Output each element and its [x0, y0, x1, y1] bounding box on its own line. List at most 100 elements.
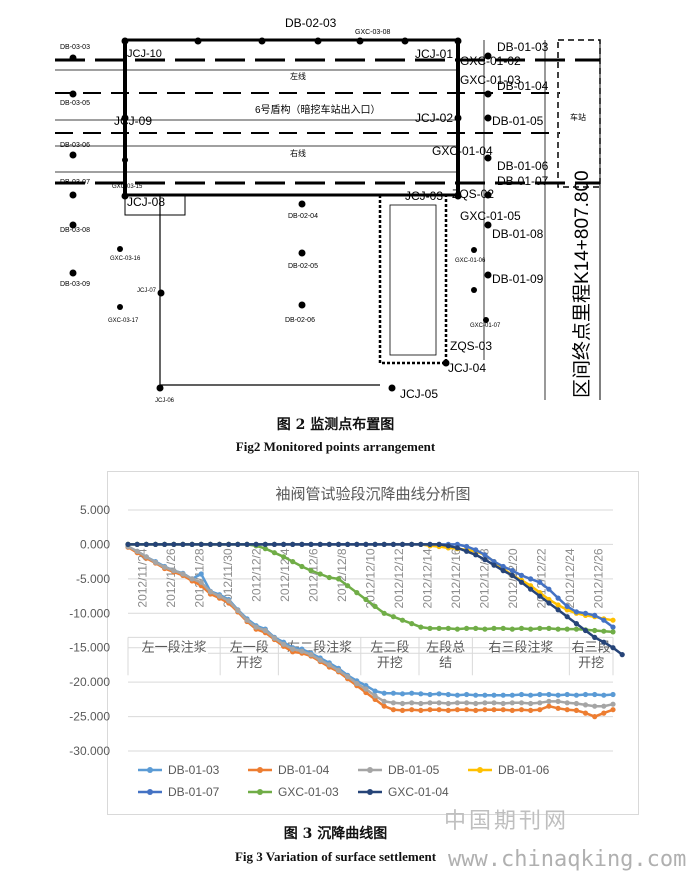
legend-swatch-marker: [147, 767, 153, 773]
point-marker: [484, 114, 492, 122]
series-point: [582, 610, 589, 616]
series-point: [317, 657, 323, 663]
phase-label: 右三段注浆: [488, 639, 553, 654]
plan-label: GXC-03-17: [108, 318, 139, 324]
plan-label: JCJ-06: [155, 398, 175, 404]
series-point: [445, 625, 451, 631]
series-point: [509, 626, 515, 632]
y-tick-label: -30.000: [69, 744, 110, 758]
series-point: [372, 693, 378, 699]
series-point: [592, 634, 598, 640]
series-point: [445, 691, 451, 698]
x-tick-label: 2012/12/8: [335, 548, 349, 602]
series-point: [555, 607, 561, 613]
monitoring-plan-drawing: DB-02-03 GXC-03-08 JCJ-10 JCJ-01 DB-01-0…: [55, 16, 601, 404]
x-tick-label: 2012/12/6: [306, 548, 320, 602]
point-marker: [156, 384, 164, 392]
series-point: [399, 541, 406, 547]
series-point: [381, 541, 387, 547]
point-marker: [314, 37, 322, 45]
series-point: [555, 602, 561, 608]
series-point: [381, 698, 387, 704]
series-point: [601, 639, 607, 645]
shaft-outline: [378, 193, 448, 365]
point-marker: [454, 192, 462, 200]
series-point: [509, 707, 515, 713]
series-point: [473, 625, 479, 631]
series-point: [528, 700, 534, 707]
series-point: [500, 707, 506, 713]
series-point: [198, 541, 204, 547]
point-marker: [388, 384, 396, 392]
plan-label: GXC-01-04: [432, 144, 493, 158]
plan-label: DB-02-05: [288, 263, 318, 270]
series-point: [555, 626, 561, 632]
series-point: [436, 707, 442, 713]
series-point: [381, 610, 387, 616]
series-point: [518, 572, 525, 578]
series-point: [152, 541, 159, 547]
series-point: [427, 541, 433, 547]
legend-label: DB-01-05: [388, 763, 440, 777]
legend-label: DB-01-04: [278, 763, 330, 777]
plan-label: DB-01-03: [497, 40, 549, 54]
y-tick-label: -20.000: [69, 675, 110, 689]
series-point: [381, 703, 387, 709]
series-point: [308, 652, 314, 658]
legend-swatch-marker: [477, 767, 483, 773]
legend-swatch-marker: [367, 789, 373, 795]
series-point: [207, 541, 213, 547]
series-point: [271, 550, 277, 556]
series-point: [262, 546, 268, 552]
point-marker: [483, 317, 489, 323]
x-tick-label: 2012/12/12: [392, 548, 406, 608]
monitor-points: [69, 37, 492, 392]
plan-label: DB-03-05: [60, 100, 90, 107]
legend-swatch-marker: [257, 767, 263, 773]
series-point: [491, 625, 497, 631]
shaft-inner: [389, 204, 437, 356]
series-point: [546, 625, 552, 631]
series-point: [564, 614, 570, 620]
series-point: [454, 692, 460, 698]
point-marker: [442, 359, 450, 367]
series-point: [573, 609, 579, 615]
series-point: [445, 543, 451, 549]
series-point: [143, 554, 149, 560]
series-point: [528, 576, 534, 582]
series-point: [162, 564, 168, 570]
series-point: [317, 571, 323, 577]
series-point: [482, 692, 488, 698]
series-point: [171, 541, 177, 547]
point-marker: [69, 269, 77, 277]
point-marker: [484, 271, 492, 279]
plan-label: GXC-01-03: [460, 73, 521, 87]
series-point: [299, 563, 305, 570]
point-marker: [69, 221, 77, 229]
x-tick-label: 2012/12/20: [506, 548, 520, 608]
figure3-caption-en: Fig 3 Variation of surface settlement: [234, 849, 437, 864]
figure2-caption-cn: 图 2 监测点布置图: [276, 417, 395, 433]
series-layer: [125, 541, 625, 720]
series-point: [271, 541, 277, 547]
series-point: [409, 541, 415, 547]
phase-label: 开挖: [377, 655, 403, 670]
point-marker: [117, 246, 123, 252]
series-point: [518, 700, 525, 706]
series-point: [491, 692, 497, 698]
series-point: [546, 691, 552, 698]
series-point: [537, 700, 543, 706]
series-point: [189, 576, 195, 582]
watermark-url: www.chinaqking.com: [448, 847, 686, 872]
series-point: [491, 700, 497, 706]
point-marker: [471, 287, 477, 293]
point-marker: [484, 90, 492, 98]
series-point: [271, 635, 277, 641]
plan-label: DB-01-05: [492, 114, 544, 128]
point-marker: [484, 191, 492, 199]
plan-label: DB-01-08: [492, 227, 544, 241]
series-point: [555, 698, 561, 704]
series-point: [399, 700, 406, 707]
phase-label: 开挖: [578, 655, 604, 670]
